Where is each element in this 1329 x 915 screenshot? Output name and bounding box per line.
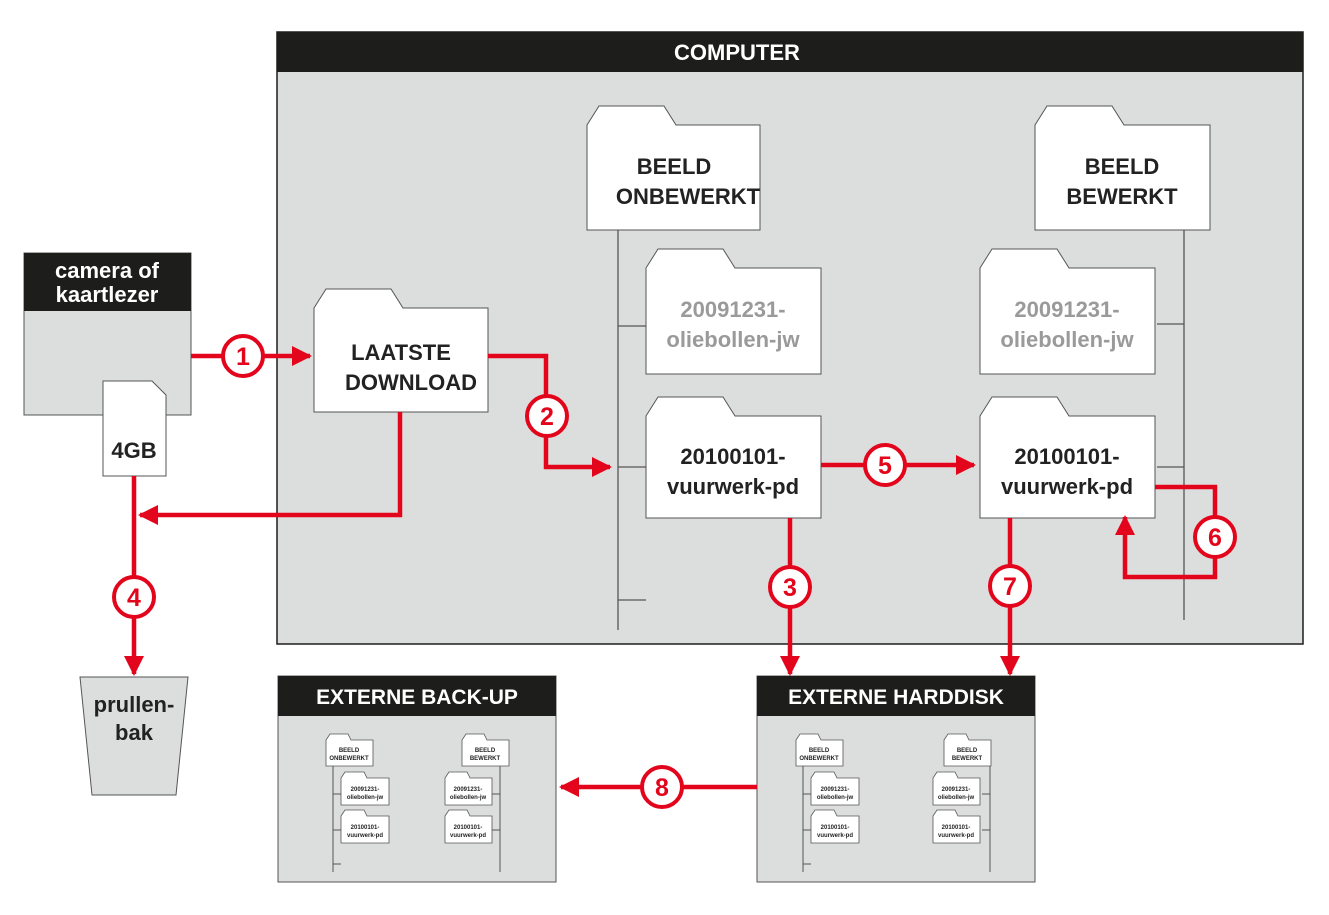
folder-laatste-download: LAATSTE DOWNLOAD bbox=[313, 288, 489, 413]
svg-text:2: 2 bbox=[540, 403, 554, 431]
trash-bin-icon: prullen- bak bbox=[79, 676, 189, 796]
svg-text:BEWERKT: BEWERKT bbox=[470, 756, 501, 762]
step-6: 6 bbox=[1193, 515, 1237, 559]
svg-text:20091231-: 20091231- bbox=[821, 787, 850, 793]
memory-card-label: 4GB bbox=[111, 438, 156, 463]
trash-label-line1: prullen- bbox=[94, 692, 175, 717]
step-1: 1 bbox=[221, 334, 265, 378]
step-7: 7 bbox=[988, 564, 1032, 608]
step-5: 5 bbox=[863, 443, 907, 487]
svg-text:vuurwerk-pd: vuurwerk-pd bbox=[817, 833, 853, 839]
arrow-card-return bbox=[137, 412, 403, 526]
svg-text:20100101-: 20100101- bbox=[351, 825, 380, 831]
svg-text:vuurwerk-pd: vuurwerk-pd bbox=[938, 833, 974, 839]
arrow-6 bbox=[1114, 484, 1218, 580]
step-3: 3 bbox=[768, 565, 812, 609]
svg-text:LAATSTE: LAATSTE bbox=[351, 340, 451, 365]
backup-title: EXTERNE BACK-UP bbox=[316, 686, 518, 709]
svg-text:20091231-: 20091231- bbox=[454, 787, 483, 793]
svg-text:20100101-: 20100101- bbox=[454, 825, 483, 831]
svg-text:20100101-: 20100101- bbox=[1014, 444, 1119, 469]
svg-text:vuurwerk-pd: vuurwerk-pd bbox=[450, 833, 486, 839]
svg-text:oliebollen-jw: oliebollen-jw bbox=[1000, 327, 1134, 352]
computer-title: COMPUTER bbox=[674, 40, 800, 65]
svg-text:5: 5 bbox=[878, 452, 892, 480]
svg-text:vuurwerk-pd: vuurwerk-pd bbox=[1001, 474, 1133, 499]
svg-text:oliebollen-jw: oliebollen-jw bbox=[817, 795, 854, 801]
camera-label-line2: kaartlezer bbox=[56, 282, 159, 307]
svg-text:oliebollen-jw: oliebollen-jw bbox=[450, 795, 487, 801]
svg-text:DOWNLOAD: DOWNLOAD bbox=[345, 370, 477, 395]
svg-text:3: 3 bbox=[783, 574, 797, 602]
svg-text:ONBEWERKT: ONBEWERKT bbox=[616, 184, 761, 209]
harddisk-mini-tree: BEELD ONBEWERKT BEELD BEWERKT 20091231- … bbox=[795, 733, 992, 872]
external-harddisk-panel: EXTERNE HARDDISK bbox=[756, 675, 1036, 883]
svg-text:ONBEWERKT: ONBEWERKT bbox=[799, 756, 839, 762]
svg-text:BEWERKT: BEWERKT bbox=[952, 756, 983, 762]
svg-text:BEWERKT: BEWERKT bbox=[1066, 184, 1178, 209]
svg-text:oliebollen-jw: oliebollen-jw bbox=[347, 795, 384, 801]
svg-text:6: 6 bbox=[1208, 524, 1222, 552]
folder-vuurwerk-edited: 20100101- vuurwerk-pd bbox=[979, 396, 1156, 519]
svg-text:7: 7 bbox=[1003, 573, 1017, 601]
svg-text:20091231-: 20091231- bbox=[942, 787, 971, 793]
svg-text:BEELD: BEELD bbox=[475, 748, 496, 754]
svg-text:BEELD: BEELD bbox=[1085, 154, 1160, 179]
svg-text:8: 8 bbox=[655, 774, 669, 802]
camera-label-line1: camera of bbox=[55, 258, 160, 283]
svg-text:ONBEWERKT: ONBEWERKT bbox=[329, 756, 369, 762]
svg-text:BEELD: BEELD bbox=[339, 748, 360, 754]
svg-text:20100101-: 20100101- bbox=[942, 825, 971, 831]
svg-text:BEELD: BEELD bbox=[637, 154, 712, 179]
step-4: 4 bbox=[112, 575, 156, 619]
svg-text:20091231-: 20091231- bbox=[680, 297, 785, 322]
camera-box: camera of kaartlezer bbox=[23, 252, 192, 416]
svg-text:20100101-: 20100101- bbox=[821, 825, 850, 831]
svg-text:BEELD: BEELD bbox=[957, 748, 978, 754]
memory-card: 4GB bbox=[102, 380, 167, 477]
step-8: 8 bbox=[640, 765, 684, 809]
svg-text:20091231-: 20091231- bbox=[1014, 297, 1119, 322]
folder-beeld-onbewerkt: BEELD ONBEWERKT bbox=[586, 105, 761, 231]
svg-text:20100101-: 20100101- bbox=[680, 444, 785, 469]
step-2: 2 bbox=[525, 394, 569, 438]
svg-text:1: 1 bbox=[236, 343, 250, 371]
svg-text:oliebollen-jw: oliebollen-jw bbox=[938, 795, 975, 801]
svg-text:vuurwerk-pd: vuurwerk-pd bbox=[347, 833, 383, 839]
svg-text:20091231-: 20091231- bbox=[351, 787, 380, 793]
backup-mini-tree: BEELD ONBEWERKT BEELD BEWERKT 20091231- … bbox=[325, 733, 510, 872]
folder-oliebollen-raw: 20091231- oliebollen-jw bbox=[645, 248, 822, 375]
external-backup-panel: EXTERNE BACK-UP bbox=[277, 675, 557, 883]
svg-text:4: 4 bbox=[127, 584, 141, 612]
trash-label-line2: bak bbox=[115, 720, 154, 745]
svg-text:BEELD: BEELD bbox=[809, 748, 830, 754]
folder-vuurwerk-raw: 20100101- vuurwerk-pd bbox=[645, 396, 822, 519]
harddisk-title: EXTERNE HARDDISK bbox=[788, 686, 1004, 709]
folder-oliebollen-edited: 20091231- oliebollen-jw bbox=[979, 248, 1156, 375]
svg-text:vuurwerk-pd: vuurwerk-pd bbox=[667, 474, 799, 499]
svg-text:oliebollen-jw: oliebollen-jw bbox=[666, 327, 800, 352]
folder-beeld-bewerkt: BEELD BEWERKT bbox=[1034, 105, 1211, 231]
folder-tree-lines bbox=[617, 230, 1185, 630]
